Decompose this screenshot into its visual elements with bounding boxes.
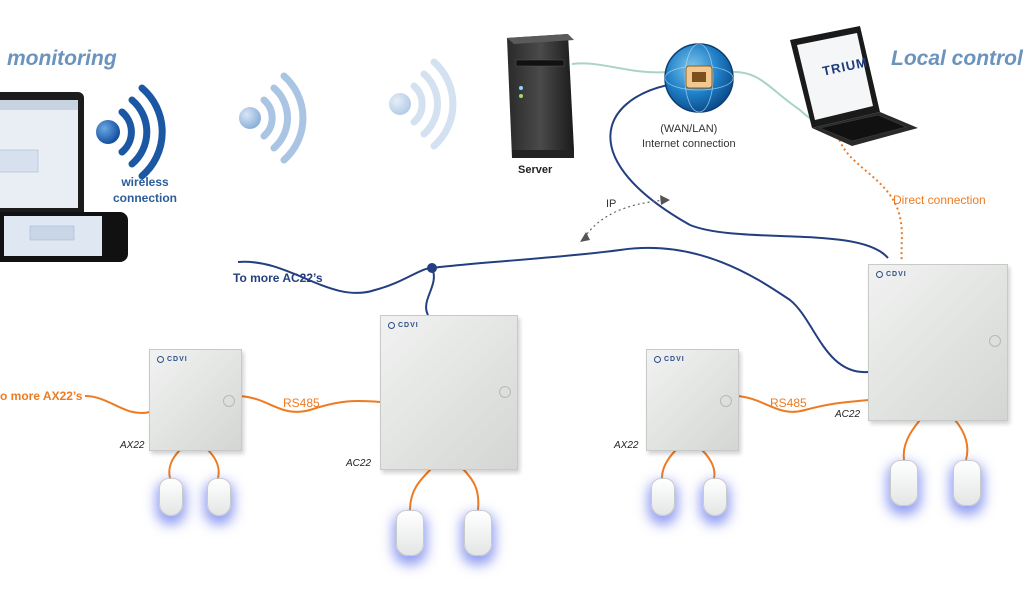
card-reader-icon (953, 460, 981, 506)
card-reader-icon (396, 510, 424, 556)
junction-to-ac22-wire (425, 267, 435, 316)
server-label: Server (518, 164, 553, 176)
ax22-left-incoming-wire (84, 395, 151, 415)
laptop-icon (790, 26, 918, 146)
network-wire (237, 246, 869, 374)
ac22-right-box: CDVI (868, 264, 1008, 421)
to-more-ac22-label: To more AC22’s (233, 271, 323, 285)
rs485-right-wire (736, 395, 869, 413)
rs485-left-label: RS485 (283, 396, 320, 410)
direct-connection-label: Direct connection (893, 193, 986, 207)
card-reader-icon (703, 478, 727, 516)
card-reader-icon (651, 478, 675, 516)
rs485-right-label: RS485 (770, 396, 807, 410)
server-icon (507, 34, 574, 158)
internet-connection-label: (WAN/LAN) Internet connection (642, 123, 736, 150)
rs485-left-wire (239, 395, 381, 413)
tablet-icon (0, 92, 128, 262)
heading-monitoring: monitoring (7, 47, 117, 70)
wifi-icon (389, 58, 457, 150)
ax22-right-box: CDVI (646, 349, 739, 451)
cdvi-logo-icon (157, 356, 164, 363)
wire-junction (427, 263, 437, 273)
cdvi-logo-icon (654, 356, 661, 363)
cdvi-logo-icon (388, 322, 395, 329)
heading-local-control: Local control (891, 47, 1023, 70)
card-reader-icon (207, 478, 231, 516)
card-reader-icon (464, 510, 492, 556)
wireless-connection-label: wireless connection (113, 175, 178, 205)
ac22-center-box: CDVI (380, 315, 518, 470)
ax22-left-box: CDVI (149, 349, 242, 451)
ax22-right-label: AX22 (614, 440, 639, 451)
ac22-center-label: AC22 (346, 458, 372, 469)
wifi-icon (239, 72, 307, 164)
wifi-icon (96, 84, 166, 180)
card-reader-icon (890, 460, 918, 506)
ac22-right-label: AC22 (835, 409, 861, 420)
ip-arrow (583, 199, 666, 239)
card-reader-icon (159, 478, 183, 516)
server-to-globe-wire (571, 62, 669, 74)
ip-label: IP (606, 198, 617, 210)
cdvi-logo-icon (876, 271, 883, 278)
globe-network-icon (664, 43, 734, 113)
to-more-ax22-label: o more AX22’s (0, 389, 83, 403)
ax22-left-label: AX22 (120, 440, 145, 451)
globe-to-ac22-wire (609, 84, 889, 259)
